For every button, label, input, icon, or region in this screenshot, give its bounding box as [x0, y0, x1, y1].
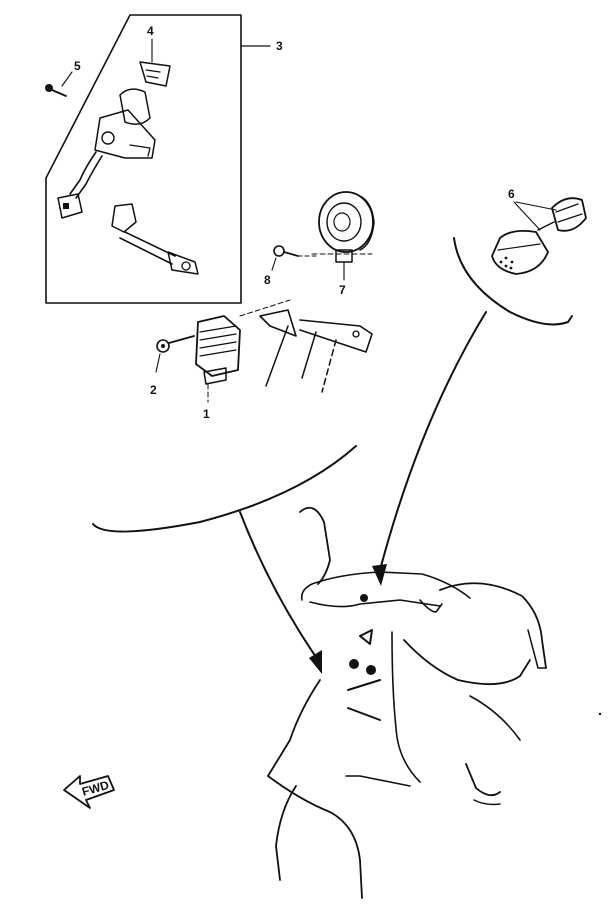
callout-6: 6 [508, 187, 515, 201]
screw-part-5: 5 [45, 59, 81, 97]
mounting-bracket [259, 309, 373, 393]
callout-3: 3 [276, 39, 283, 53]
horn-part-7: 7 [311, 191, 375, 297]
forward-direction-badge: FWD [63, 775, 115, 809]
callout-7: 7 [339, 283, 346, 297]
main-switch-assembly-group: 3 4 [45, 14, 283, 304]
callout-4: 4 [147, 24, 154, 38]
assembly-frame [45, 14, 242, 304]
detail-arc-right [372, 237, 573, 586]
callout-5: 5 [74, 59, 81, 73]
scooter-outline [267, 506, 547, 899]
handlebar-component-part-6: 6 [491, 187, 587, 275]
callout-1: 1 [203, 407, 210, 421]
main-switch [57, 61, 171, 219]
callout-8: 8 [264, 273, 271, 287]
rectifier-regulator-part-1: 1 [195, 299, 291, 421]
detail-arc-left [92, 445, 357, 674]
callout-2: 2 [150, 383, 157, 397]
bolt-part-8: 8 [264, 245, 317, 287]
seat-lock-cable [111, 203, 199, 275]
bolt-part-2: 2 [150, 335, 195, 397]
